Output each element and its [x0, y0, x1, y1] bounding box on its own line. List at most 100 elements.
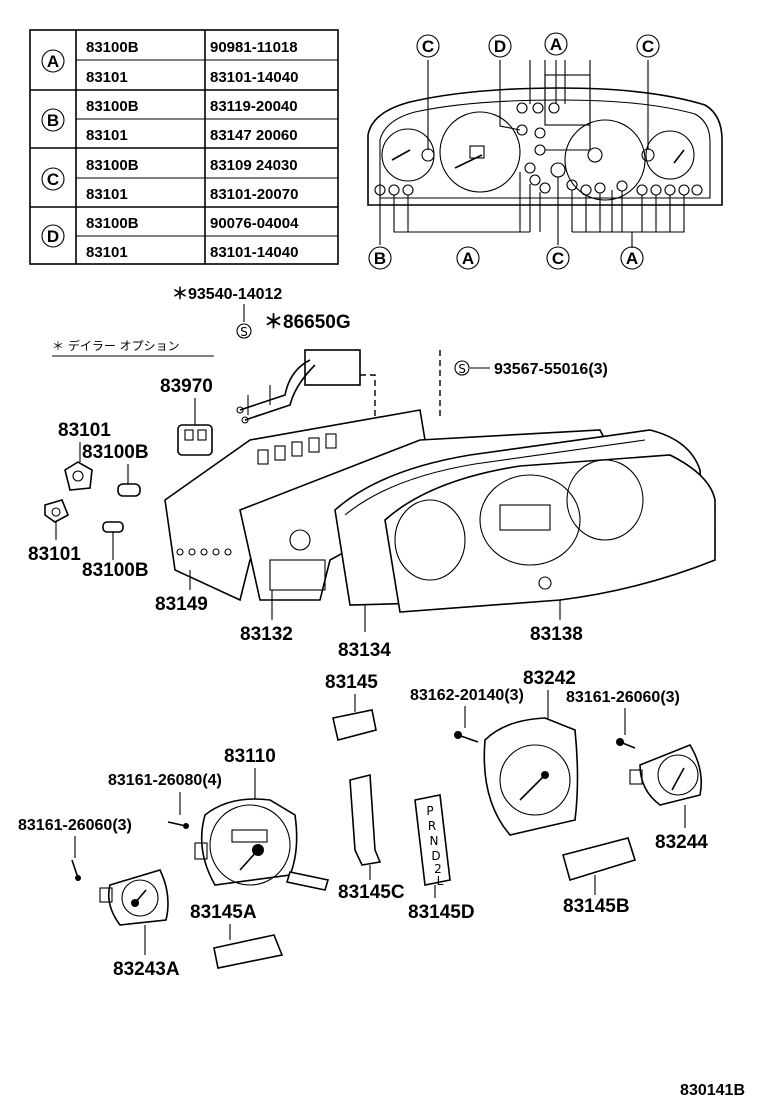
table-cell: 83101 [86, 127, 128, 144]
label-83145c: 83145C [338, 882, 405, 903]
svg-text:D: D [431, 849, 440, 863]
bulb-table: A B C D 83100B 90981-11018 83101 83101-1… [29, 29, 339, 265]
part-83970-socket [177, 424, 213, 456]
label-83244: 83244 [655, 832, 708, 853]
dealer-option-note: ＊ デイラー オプション [52, 338, 180, 353]
table-letter-c: C [41, 167, 65, 191]
gauge-83242-tachometer [483, 717, 579, 836]
table-cell: 83100B [86, 98, 139, 115]
s-symbol-screw-a: S [236, 323, 252, 339]
buzzer-86650g [236, 349, 361, 424]
label-83132: 83132 [240, 624, 293, 645]
label-83970: 83970 [160, 376, 213, 397]
svg-text:P: P [426, 804, 433, 818]
label-83138: 83138 [530, 624, 583, 645]
screw-83161-right [616, 738, 636, 749]
svg-text:A: A [626, 249, 638, 268]
svg-text:L: L [437, 874, 444, 888]
label-83145b: 83145B [563, 896, 630, 917]
label-83161-26060-right: 83161-26060(3) [566, 689, 680, 706]
table-letter-a: A [41, 49, 65, 73]
plate-83145 [332, 709, 377, 741]
s-symbol-screw-b: S [454, 360, 470, 376]
table-cell: 83100B [86, 215, 139, 232]
svg-text:C: C [552, 249, 564, 268]
svg-text:A: A [550, 35, 562, 54]
svg-text:S: S [240, 325, 248, 339]
svg-text:C: C [422, 37, 434, 56]
label-86650g: ＊86650G [264, 312, 351, 333]
diagram-code: 830141B [680, 1082, 745, 1099]
plate-83145a [213, 934, 284, 969]
table-cell: 83100B [86, 157, 139, 174]
glass-83138 [384, 454, 716, 613]
part-83100b-bulb-upper [117, 483, 141, 497]
callout-d: D [488, 34, 512, 58]
label-83110: 83110 [224, 746, 276, 767]
table-cell: 83101 [86, 69, 128, 86]
plate-83145b [562, 837, 637, 882]
label-83100b-upper: 83100B [82, 442, 149, 463]
gauge-83243a [99, 869, 169, 926]
callout-a-bottom-right: A [620, 246, 644, 270]
label-83149: 83149 [155, 594, 208, 615]
callout-c-bottom: C [546, 246, 570, 270]
callout-a-top: A [544, 32, 568, 56]
table-letter-b: B [41, 108, 65, 132]
label-83162-20140: 83162-20140(3) [410, 687, 524, 704]
callout-a-bottom-left: A [456, 246, 480, 270]
svg-text:2: 2 [434, 862, 442, 876]
label-93567: 93567-55016(3) [494, 361, 608, 378]
cluster-front-view: C D A C B A C A [367, 32, 723, 270]
svg-text:C: C [642, 37, 654, 56]
table-cell: 83147 20060 [210, 127, 298, 144]
gauge-83110-speedometer [194, 798, 330, 891]
svg-text:D: D [47, 227, 59, 246]
svg-text:B: B [47, 111, 59, 130]
label-83161-26080: 83161-26080(4) [108, 772, 222, 789]
table-cell: 83101-14040 [210, 69, 298, 86]
svg-text:A: A [47, 52, 59, 71]
gauge-83244 [629, 744, 703, 806]
table-cell: 83109 24030 [210, 157, 298, 174]
table-cell: 90076-04004 [210, 215, 299, 232]
label-83145: 83145 [325, 672, 378, 693]
screw-83161-left [71, 859, 81, 881]
part-83100b-bulb-lower [102, 521, 124, 533]
callout-c-right: C [636, 34, 660, 58]
label-83242: 83242 [523, 668, 576, 689]
part-83101-socket-lower [44, 499, 70, 523]
svg-text:C: C [47, 170, 59, 189]
bulb-sockets [374, 102, 703, 196]
table-cell: 83101 [86, 186, 128, 203]
svg-text:B: B [374, 249, 386, 268]
callout-c-left: C [416, 34, 440, 58]
table-cell: 83101-20070 [210, 186, 298, 203]
table-cell: 83100B [86, 39, 139, 56]
label-83243a: 83243A [113, 959, 180, 980]
plate-83145d-indicator: P R N D 2 L [414, 794, 451, 888]
table-cell: 83119-20040 [210, 98, 298, 115]
label-83145d: 83145D [408, 902, 475, 923]
label-83134: 83134 [338, 640, 391, 661]
svg-text:N: N [430, 834, 439, 848]
label-93540: ＊93540-14012 [172, 286, 282, 303]
svg-text:S: S [458, 362, 466, 376]
part-83101-socket-upper [64, 461, 93, 491]
label-83100b-lower: 83100B [82, 560, 149, 581]
table-cell: 83101 [86, 244, 128, 261]
screw-83162 [454, 731, 479, 743]
table-letter-d: D [41, 224, 65, 248]
table-cell: 83101-14040 [210, 244, 298, 261]
svg-text:A: A [462, 249, 474, 268]
label-83161-26060-left: 83161-26060(3) [18, 817, 132, 834]
label-83101-lower: 83101 [28, 544, 81, 565]
svg-text:R: R [428, 819, 436, 833]
screw-83161-26080 [167, 821, 189, 829]
plate-83145c [349, 773, 382, 866]
callout-b: B [368, 246, 392, 270]
table-cell: 90981-11018 [210, 39, 298, 56]
svg-text:D: D [494, 37, 506, 56]
label-83145a: 83145A [190, 902, 257, 923]
